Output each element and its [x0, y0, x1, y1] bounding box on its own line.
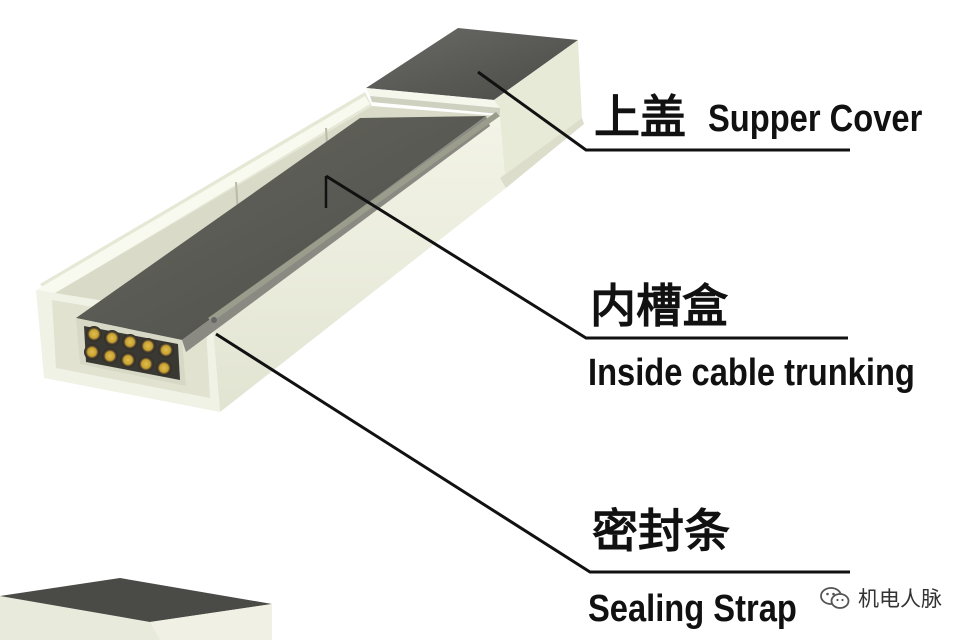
cable — [140, 338, 156, 354]
cable — [102, 348, 118, 364]
cable — [86, 326, 102, 342]
label-sealing-strap-cn: 密封条 — [592, 504, 730, 558]
cable-bundle — [84, 326, 174, 376]
outer-trunking-rim-left — [36, 96, 370, 300]
label-upper-cover-en: Supper Cover — [708, 98, 923, 140]
sealing-strap — [208, 112, 500, 323]
partial-trunking-lower — [0, 578, 272, 640]
cable — [122, 334, 138, 350]
label-inside-trunking-en: Inside cable trunking — [588, 352, 915, 394]
cable — [138, 356, 154, 372]
cable — [104, 330, 120, 346]
label-sealing-strap-en: Sealing Strap — [588, 588, 797, 630]
leader-line-seal — [215, 332, 850, 574]
watermark: 机电人脉 — [820, 583, 942, 613]
cable — [84, 344, 100, 360]
inside-trunking-top — [76, 116, 486, 340]
cable — [158, 342, 174, 358]
upper-cover-side-right — [494, 40, 582, 178]
leader-lines — [215, 70, 850, 574]
sealing-strap-strip — [208, 112, 500, 322]
label-inside-trunking-cn: 内槽盒 — [590, 279, 728, 333]
outer-trunking-far-end — [500, 118, 584, 188]
wechat-icon — [820, 587, 850, 609]
cable — [156, 360, 172, 376]
upper-cover-top — [366, 28, 578, 100]
watermark-text: 机电人脉 — [858, 587, 942, 611]
upper-cover — [366, 28, 582, 178]
upper-cover-front-lip — [370, 96, 500, 114]
cable — [120, 352, 136, 368]
leader-line-cover — [477, 70, 850, 152]
outer-trunking-side-wall — [212, 116, 506, 412]
label-upper-cover-cn: 上盖 — [594, 90, 686, 144]
upper-cover-front — [366, 88, 500, 108]
